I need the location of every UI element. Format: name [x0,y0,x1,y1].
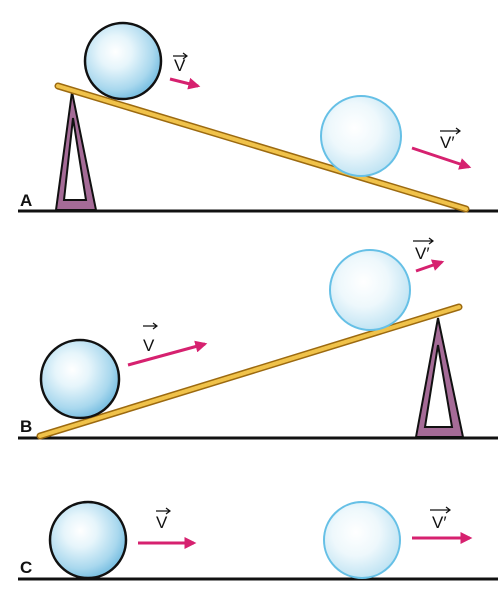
velocity-arrow-vprime-b [415,259,445,273]
velocity-label-v-b: V [143,336,155,355]
panel-c: C V V′ [18,500,498,581]
ball-end-b [329,249,411,331]
vector-over-v-a [173,52,188,60]
velocity-label-v-c: V [156,513,168,532]
panel-label-b: B [20,417,32,436]
ball-start-b [39,338,121,420]
velocity-label-v-a: V [174,56,186,75]
vector-over-v-c [156,507,171,515]
velocity-label-vprime-c: V′ [432,513,447,532]
ball-end-a [320,95,402,177]
vector-over-vprime-b [413,237,434,245]
vector-over-v-b [143,322,158,330]
velocity-label-vprime-b: V′ [415,244,430,263]
ball-start-c [48,500,128,580]
panel-label-a: A [20,191,32,210]
panel-label-c: C [20,558,32,577]
vector-over-vprime-a [440,127,461,135]
panel-b: B V V′ [18,237,498,440]
velocity-label-vprime-a: V′ [440,133,455,152]
vector-over-vprime-c [430,506,451,514]
ball-start-a [83,21,163,101]
panel-a: A V V′ [18,21,498,213]
support-triangle-a [54,91,98,211]
velocity-arrow-vprime-a [411,146,472,170]
support-triangle-b [414,317,465,438]
velocity-arrow-v-a [169,77,201,90]
ball-end-c [323,501,401,579]
velocity-arrow-v-b [127,340,208,367]
